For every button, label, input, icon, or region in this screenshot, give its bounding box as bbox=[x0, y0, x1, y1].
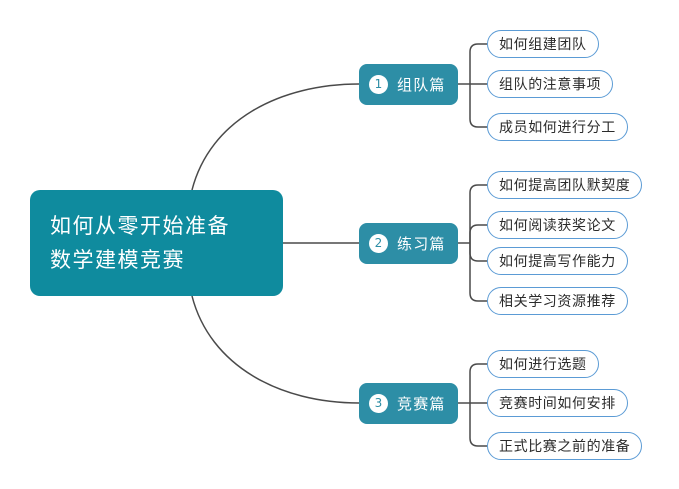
edge-branch-2-leaf-1 bbox=[469, 184, 487, 243]
leaf-node-2-4[interactable]: 相关学习资源推荐 bbox=[487, 287, 628, 315]
edge-branch-3-leaf-3 bbox=[469, 403, 487, 447]
edge-branch-2-leaf-2 bbox=[469, 224, 487, 243]
branch-node-1[interactable]: 1 组队篇 bbox=[359, 63, 458, 105]
edge-root-to-branch-3 bbox=[191, 295, 360, 404]
leaf-label-3-1: 如何进行选题 bbox=[499, 357, 587, 373]
edge-branch-1-leaf-1 bbox=[469, 43, 487, 84]
root-node[interactable]: 如何从零开始准备 数学建模竞赛 bbox=[30, 190, 283, 296]
leaf-node-1-1[interactable]: 如何组建团队 bbox=[487, 30, 599, 58]
branch-node-2[interactable]: 2 练习篇 bbox=[359, 222, 458, 264]
leaf-node-2-3[interactable]: 如何提高写作能力 bbox=[487, 247, 628, 275]
leaf-node-1-2[interactable]: 组队的注意事项 bbox=[487, 70, 614, 98]
leaf-label-2-3: 如何提高写作能力 bbox=[499, 254, 616, 270]
leaf-label-2-1: 如何提高团队默契度 bbox=[499, 178, 631, 194]
edge-branch-2-leaf-3 bbox=[469, 243, 487, 262]
leaf-node-3-3[interactable]: 正式比赛之前的准备 bbox=[487, 432, 643, 460]
leaf-label-1-1: 如何组建团队 bbox=[499, 37, 587, 53]
branch-number-badge-2: 2 bbox=[369, 233, 388, 253]
leaf-label-1-3: 成员如何进行分工 bbox=[499, 120, 616, 136]
leaf-node-1-3[interactable]: 成员如何进行分工 bbox=[487, 113, 628, 141]
leaf-node-2-1[interactable]: 如何提高团队默契度 bbox=[487, 171, 643, 199]
leaf-node-2-2[interactable]: 如何阅读获奖论文 bbox=[487, 211, 628, 239]
leaf-label-2-4: 相关学习资源推荐 bbox=[499, 294, 616, 310]
root-title-line-1: 如何从零开始准备 bbox=[50, 214, 230, 238]
branch-node-3[interactable]: 3 竞赛篇 bbox=[359, 382, 458, 424]
leaf-node-3-2[interactable]: 竞赛时间如何安排 bbox=[487, 389, 628, 417]
leaf-label-1-2: 组队的注意事项 bbox=[499, 77, 602, 93]
edge-branch-2-leaf-4 bbox=[469, 243, 487, 302]
branch-number-badge-3: 3 bbox=[369, 393, 388, 413]
leaf-node-3-1[interactable]: 如何进行选题 bbox=[487, 350, 599, 378]
branch-label-1: 组队篇 bbox=[397, 75, 446, 94]
edge-root-to-branch-1 bbox=[191, 83, 360, 191]
leaf-label-3-2: 竞赛时间如何安排 bbox=[499, 396, 616, 412]
root-title-line-2: 数学建模竞赛 bbox=[50, 248, 185, 272]
edge-branch-1-leaf-3 bbox=[469, 84, 487, 128]
branch-label-3: 竞赛篇 bbox=[397, 394, 446, 413]
branch-label-2: 练习篇 bbox=[397, 234, 446, 253]
leaf-label-2-2: 如何阅读获奖论文 bbox=[499, 218, 616, 234]
leaf-label-3-3: 正式比赛之前的准备 bbox=[499, 439, 631, 455]
edge-branch-3-leaf-1 bbox=[469, 363, 487, 403]
branch-number-badge-1: 1 bbox=[369, 74, 388, 94]
